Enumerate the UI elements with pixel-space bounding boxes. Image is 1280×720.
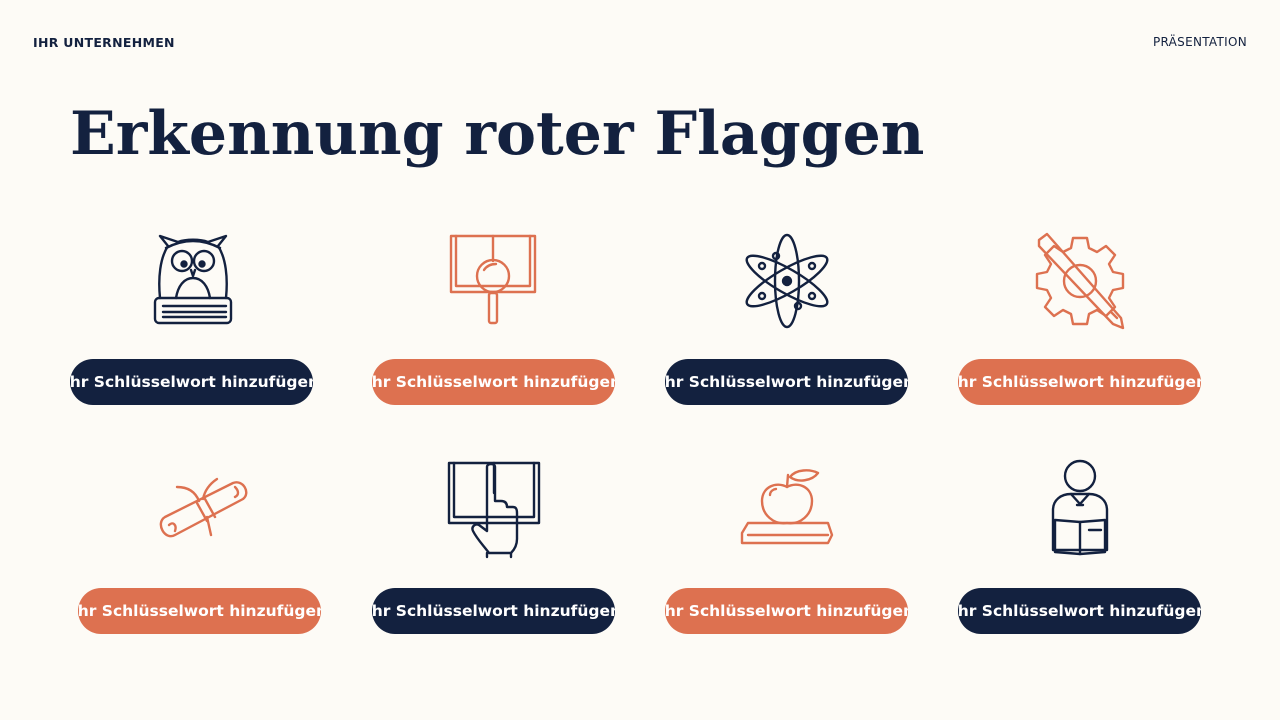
slide-title: Erkennung roter Flaggen — [70, 99, 925, 169]
keyword-label: Ihr Schlüsselwort hinzufügen — [372, 602, 615, 620]
keyword-label: Ihr Schlüsselwort hinzufügen — [70, 373, 313, 391]
keyword-label: Ihr Schlüsselwort hinzufügen — [372, 373, 615, 391]
company-name: IHR UNTERNEHMEN — [33, 35, 175, 50]
diploma-scroll-icon — [147, 465, 257, 575]
keyword-pill-8[interactable]: Ihr Schlüsselwort hinzufügen — [958, 588, 1201, 634]
gear-pencil-icon — [1025, 226, 1135, 336]
keyword-pill-6[interactable]: Ihr Schlüsselwort hinzufügen — [372, 588, 615, 634]
keyword-pill-5[interactable]: Ihr Schlüsselwort hinzufügen — [78, 588, 321, 634]
apple-on-book-icon — [732, 455, 842, 565]
keyword-pill-3[interactable]: Ihr Schlüsselwort hinzufügen — [665, 359, 908, 405]
book-pointer-hand-icon — [439, 453, 549, 563]
keyword-label: Ihr Schlüsselwort hinzufügen — [958, 373, 1201, 391]
section-label: PRÄSENTATION — [1152, 35, 1247, 49]
keyword-pill-4[interactable]: Ihr Schlüsselwort hinzufügen — [958, 359, 1201, 405]
keyword-label: Ihr Schlüsselwort hinzufügen — [958, 602, 1201, 620]
keyword-pill-1[interactable]: Ihr Schlüsselwort hinzufügen — [70, 359, 313, 405]
keyword-label: Ihr Schlüsselwort hinzufügen — [665, 602, 908, 620]
keyword-pill-7[interactable]: Ihr Schlüsselwort hinzufügen — [665, 588, 908, 634]
book-magnifier-icon — [438, 226, 548, 336]
keyword-label: Ihr Schlüsselwort hinzufügen — [665, 373, 908, 391]
owl-on-books-icon — [138, 226, 248, 336]
keyword-pill-2[interactable]: Ihr Schlüsselwort hinzufügen — [372, 359, 615, 405]
reader-person-icon — [1025, 452, 1135, 562]
atom-icon — [732, 226, 842, 336]
keyword-label: Ihr Schlüsselwort hinzufügen — [78, 602, 321, 620]
